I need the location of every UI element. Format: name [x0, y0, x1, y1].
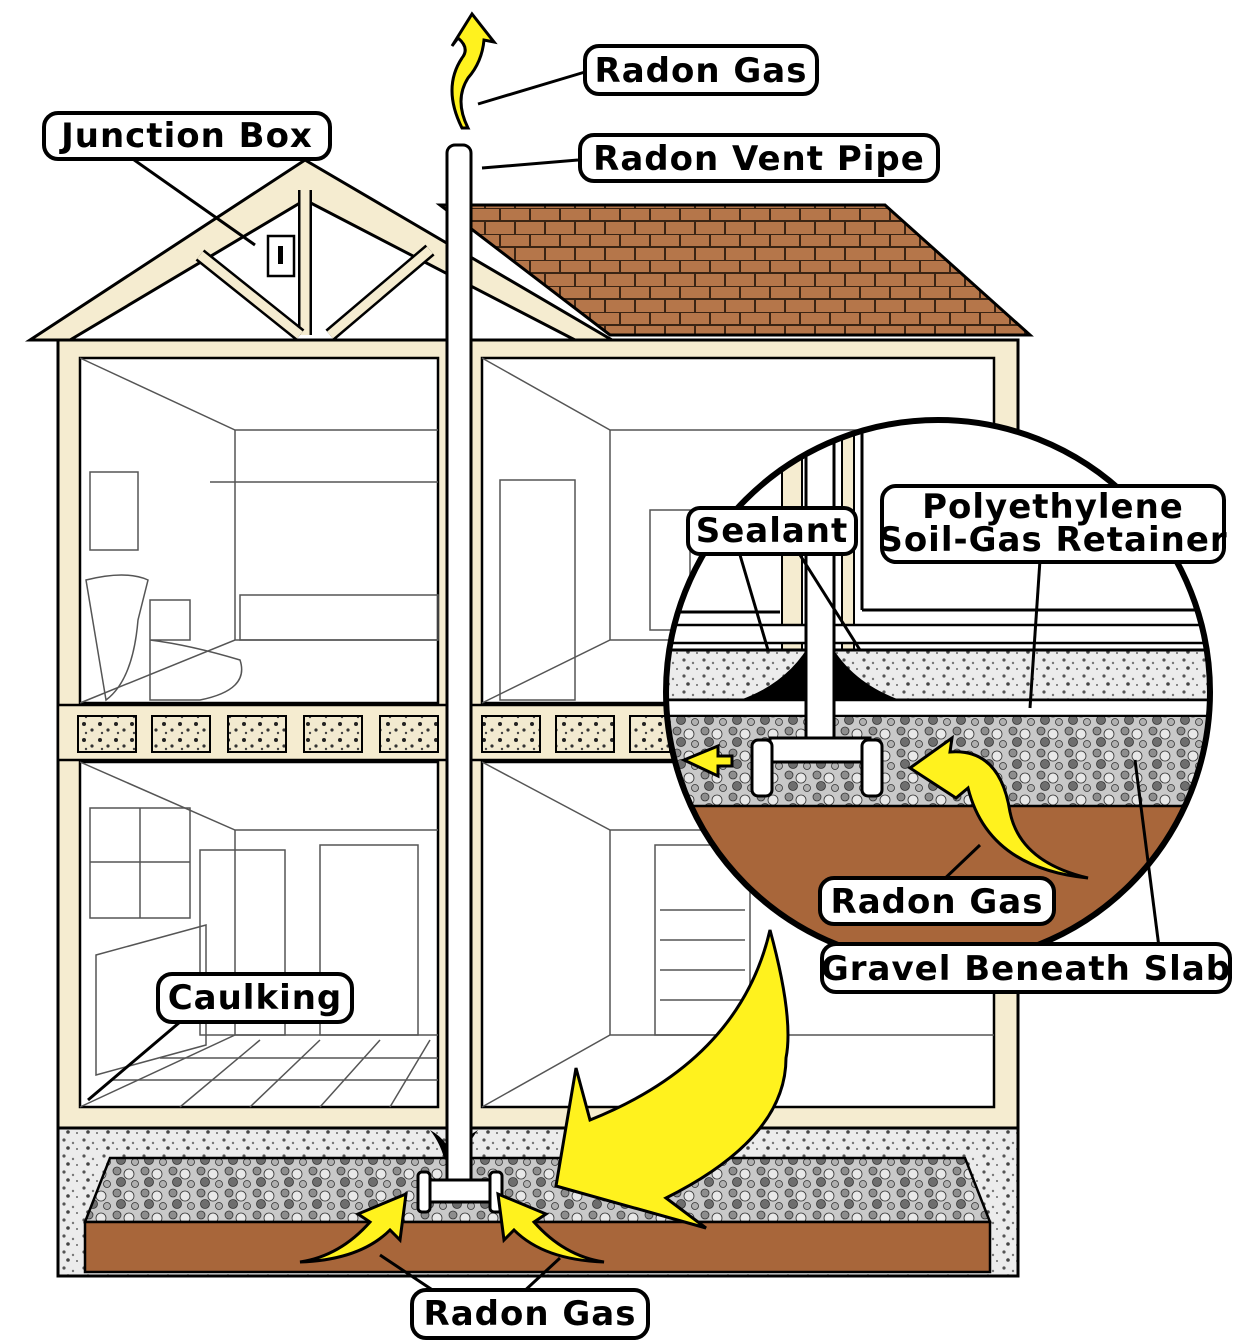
kitchen-fixtures	[89, 807, 419, 1076]
slab-radon-arrow-left	[299, 1191, 408, 1264]
roof	[24, 158, 1034, 342]
slab-radon-arrow-right	[496, 1191, 605, 1264]
sealant-wedge-left	[740, 640, 812, 700]
label-text: Junction Box	[59, 116, 313, 156]
label-radon-vent-pipe: Radon Vent Pipe	[578, 133, 940, 183]
label-text: Radon Vent Pipe	[593, 139, 925, 179]
label-text: Radon Gas	[424, 1294, 637, 1334]
label-polyethylene: Polyethylene Soil-Gas Retainer	[878, 484, 1227, 564]
label-text: Sealant	[696, 511, 849, 551]
label-junction-box: Junction Box	[42, 111, 332, 161]
label-sealant: Sealant	[686, 506, 858, 556]
kitchen-floor-tiles	[110, 1039, 438, 1108]
label-caulking: Caulking	[156, 972, 354, 1024]
label-radon-gas-bottom: Radon Gas	[410, 1288, 650, 1340]
sealant-wedge-right	[828, 640, 900, 700]
radon-vent-pipe	[416, 143, 504, 1214]
foundation	[56, 1126, 1020, 1278]
label-text: Radon Gas	[595, 51, 808, 91]
label-text: Gravel Beneath Slab	[821, 949, 1231, 989]
label-radon-gas-top: Radon Gas	[583, 44, 819, 96]
bathroom-fixtures	[85, 471, 439, 702]
lower-left-room	[78, 760, 440, 1109]
inset-radon-arrow-right	[907, 734, 1089, 880]
label-text-line1: Polyethylene	[922, 487, 1184, 527]
shingle-roof	[435, 203, 1034, 337]
label-text-line2: Soil-Gas Retainer	[878, 520, 1227, 560]
upper-left-room	[78, 356, 440, 705]
label-radon-gas-inset: Radon Gas	[818, 876, 1056, 926]
floor-insulation	[77, 715, 671, 753]
inset-pointer-arrow	[554, 929, 790, 1230]
label-text: Radon Gas	[831, 882, 1044, 922]
radon-gas-exhaust-arrow	[450, 11, 498, 130]
inset-radon-arrow-left	[680, 743, 734, 779]
label-gravel-beneath-slab: Gravel Beneath Slab	[820, 942, 1232, 994]
label-text: Caulking	[168, 978, 343, 1018]
